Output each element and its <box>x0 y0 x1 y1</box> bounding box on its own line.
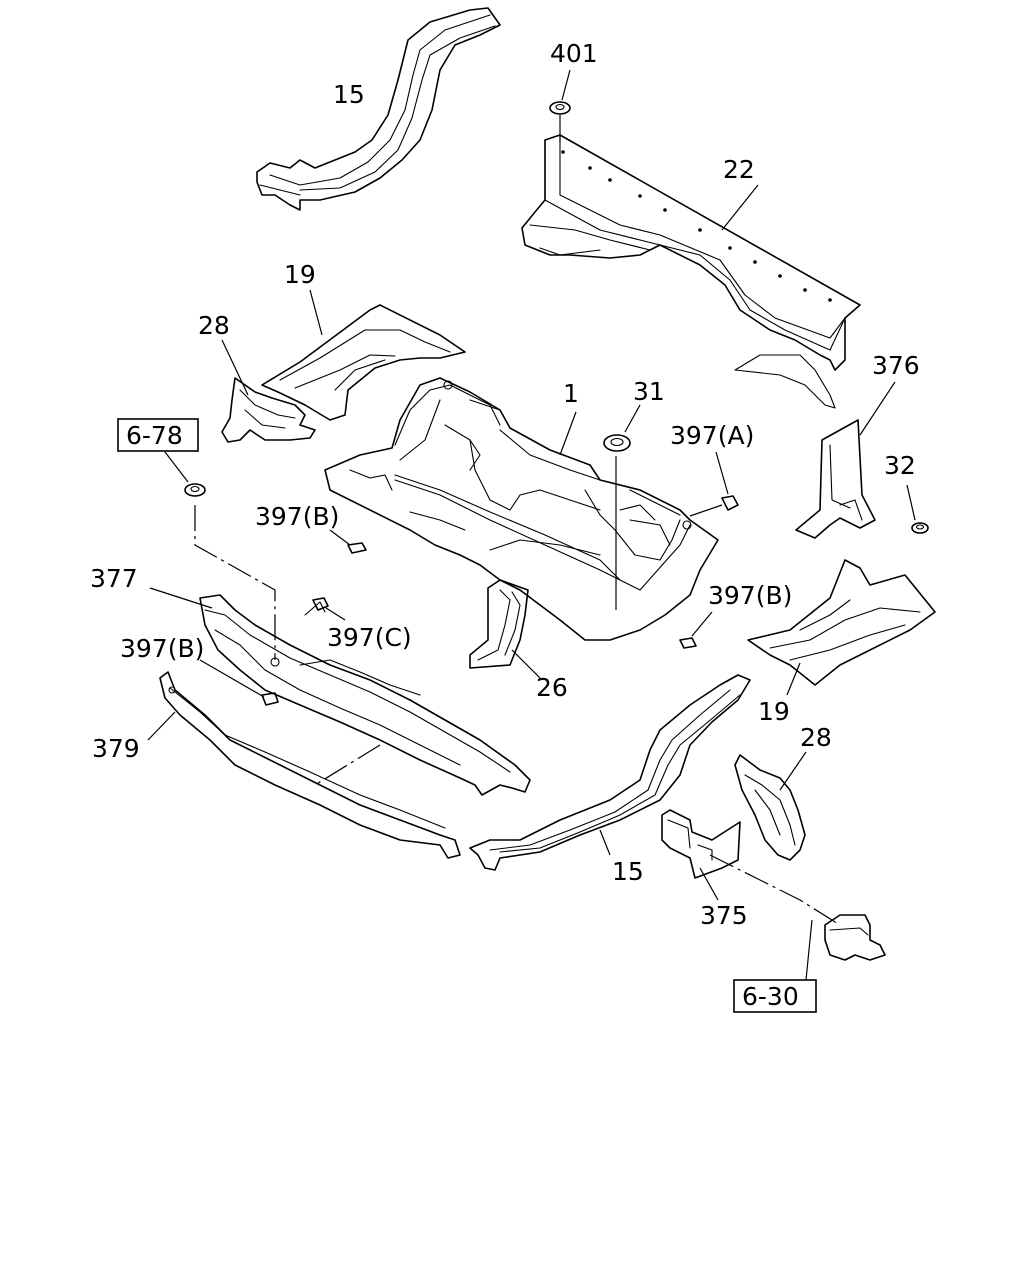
part-31-grommet <box>603 404 641 452</box>
label-31: 31 <box>633 377 665 406</box>
label-6-30: 6-30 <box>742 982 799 1011</box>
ref-box-6-30 <box>733 979 817 1013</box>
label-401: 401 <box>550 39 598 68</box>
part-22-crossmember <box>521 134 861 409</box>
label-15-bottom: 15 <box>612 857 644 886</box>
label-28-left: 28 <box>198 311 230 340</box>
part-28-left-bracket <box>221 339 316 443</box>
part-379-rail <box>147 671 461 859</box>
label-379: 379 <box>92 734 140 763</box>
part-15-upper-rail <box>256 7 501 211</box>
label-397b-mid: 397(B) <box>255 502 339 531</box>
label-397c: 397(C) <box>327 623 412 652</box>
label-397a: 397(A) <box>670 421 754 450</box>
ref-6-30-group <box>804 914 886 991</box>
part-397b-mid-clip <box>329 529 367 554</box>
label-19-right: 19 <box>758 697 790 726</box>
part-397b-right-clip <box>679 611 713 649</box>
label-397b-right: 397(B) <box>708 581 792 610</box>
labels: 401 15 22 19 28 376 1 31 6-78 397(A) 32 … <box>90 39 920 1013</box>
label-28-right: 28 <box>800 723 832 752</box>
part-19-right-panel <box>747 559 936 696</box>
label-15-top: 15 <box>333 80 365 109</box>
label-376: 376 <box>872 351 920 380</box>
label-22: 22 <box>723 155 755 184</box>
part-32-grommet <box>906 484 929 534</box>
label-32: 32 <box>884 451 916 480</box>
label-397b-left: 397(B) <box>120 634 204 663</box>
label-377: 377 <box>90 564 138 593</box>
label-19-left: 19 <box>284 260 316 289</box>
label-1: 1 <box>563 379 579 408</box>
part-397c-clip <box>312 597 346 621</box>
part-15-lower-rail <box>469 674 751 871</box>
label-26: 26 <box>536 673 568 702</box>
part-28-right-bracket <box>734 751 807 861</box>
part-376-bracket <box>795 381 896 539</box>
part-26-support <box>469 579 541 679</box>
part-377-crossmember <box>149 587 531 796</box>
part-397b-left-clip <box>199 659 279 706</box>
ref-box-6-78 <box>117 418 199 452</box>
label-375: 375 <box>700 901 748 930</box>
part-375-shield <box>661 809 841 926</box>
label-6-78: 6-78 <box>126 421 183 450</box>
part-401-nut <box>549 69 571 142</box>
part-397a-clip <box>689 451 739 517</box>
part-19-left-panel <box>261 289 466 421</box>
ref-6-78-group <box>164 451 276 660</box>
part-1-floor-panel <box>324 377 719 641</box>
